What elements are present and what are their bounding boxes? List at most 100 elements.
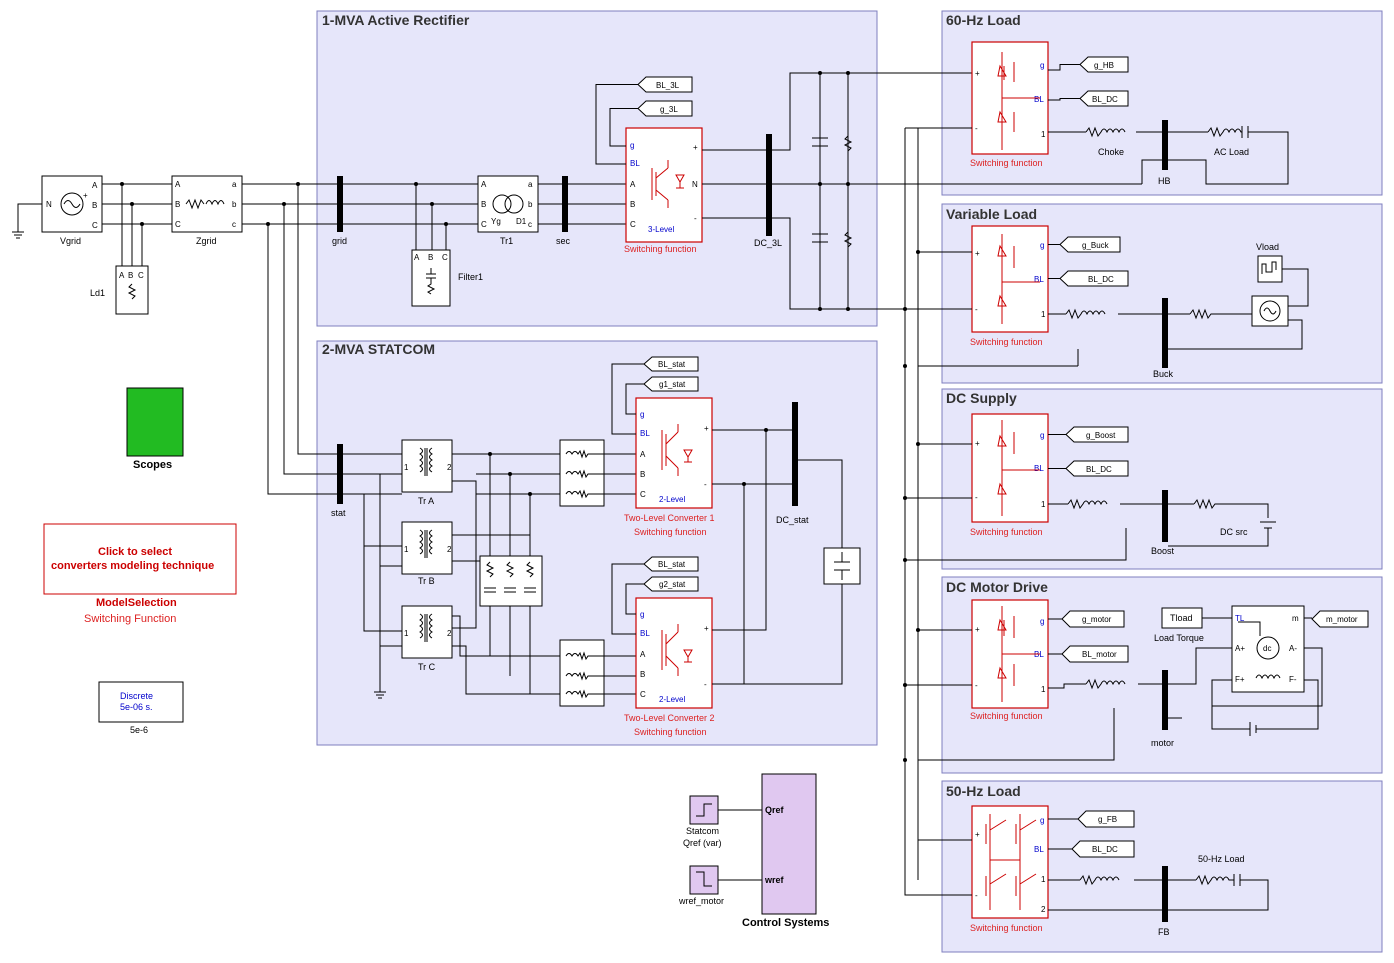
hb-label: HB [1158, 176, 1171, 186]
svg-text:g: g [1040, 617, 1044, 626]
choke-label: Choke [1098, 147, 1124, 157]
vgrid-block[interactable]: N A B C + [41, 175, 103, 233]
svg-text:BL_stat: BL_stat [658, 560, 686, 569]
svg-text:1: 1 [1041, 500, 1046, 509]
goto-bldc1[interactable]: BL_DC [1079, 90, 1129, 107]
dc3l-bus[interactable] [766, 134, 772, 236]
svg-text:A: A [414, 253, 420, 262]
two-level-converter-1[interactable]: gBL ABC +- [635, 397, 713, 509]
goto-bldc3[interactable]: BL_DC [1065, 460, 1129, 477]
model-selection-button[interactable] [43, 523, 237, 595]
svg-text:A: A [92, 181, 98, 190]
svg-text:1: 1 [1041, 685, 1046, 694]
svg-text:B: B [481, 200, 486, 209]
goto-ghb[interactable]: g_HB [1079, 56, 1129, 73]
svg-text:1: 1 [404, 545, 409, 554]
goto-blstat1[interactable]: BL_stat [643, 356, 699, 372]
boost-switching-label: Switching function [970, 527, 1043, 537]
svg-text:B: B [428, 253, 433, 262]
svg-text:A+: A+ [1235, 644, 1245, 653]
subsystem-load50-title: 50-Hz Load [946, 783, 1021, 799]
goto-bldc2[interactable]: BL_DC [1059, 270, 1129, 287]
subsystem-rectifier[interactable] [316, 10, 878, 327]
goto-gmotor[interactable]: g_motor [1061, 610, 1125, 628]
conv2-level-label: 2-Level [659, 695, 685, 704]
goto-blstat2[interactable]: BL_stat [643, 556, 699, 572]
svg-text:-: - [704, 680, 707, 689]
svg-text:B: B [640, 470, 645, 479]
svg-text:+: + [693, 143, 698, 152]
dcstat-capacitor-icon [823, 547, 861, 585]
svg-text:N: N [46, 200, 52, 209]
svg-text:-: - [975, 681, 978, 690]
svg-text:g1_stat: g1_stat [659, 380, 686, 389]
goto-bl3l[interactable]: BL_3L [637, 76, 693, 93]
svg-text:m: m [1292, 614, 1299, 623]
scopes-block[interactable] [126, 387, 184, 457]
zgrid-label: Zgrid [196, 236, 217, 246]
buck-switching-label: Switching function [970, 337, 1043, 347]
svg-text:BL: BL [1034, 275, 1044, 284]
reactor-set-1 [559, 439, 605, 507]
goto-mmotor[interactable]: m_motor [1311, 610, 1369, 628]
goto-g2stat[interactable]: g2_stat [643, 576, 699, 592]
svg-text:BL_motor: BL_motor [1082, 650, 1117, 659]
fb-bus[interactable] [1162, 866, 1168, 922]
buck-bus[interactable] [1162, 298, 1168, 368]
svg-text:TL: TL [1235, 614, 1245, 623]
goto-gfb[interactable]: g_FB [1077, 810, 1135, 828]
goto-g3l[interactable]: g_3L [637, 100, 693, 117]
zgrid-block[interactable]: A B C a b c [171, 175, 243, 233]
svg-text:C: C [640, 690, 646, 699]
reactor-set-2 [559, 639, 605, 707]
tload-block[interactable]: Tload [1161, 607, 1203, 629]
svg-text:Yg: Yg [491, 217, 501, 226]
svg-text:B: B [92, 201, 97, 210]
svg-text:1: 1 [404, 463, 409, 472]
control-systems-block[interactable] [761, 773, 817, 915]
controlled-voltage-source[interactable] [1251, 295, 1289, 327]
svg-text:+: + [704, 624, 709, 633]
grid-bus[interactable] [337, 176, 343, 232]
fb-converter[interactable]: +- gBL 12 [971, 805, 1049, 919]
stat-bus[interactable] [337, 444, 343, 504]
ac-load-icon [1207, 126, 1266, 138]
goto-gboost[interactable]: g_Boost [1065, 426, 1129, 443]
two-level-converter-2[interactable]: gBL ABC +- [635, 597, 713, 709]
boost-label: Boost [1151, 546, 1175, 556]
statcom-qref-label2: Qref (var) [683, 838, 722, 848]
sec-bus[interactable] [562, 176, 568, 232]
svg-text:A-: A- [1289, 644, 1297, 653]
goto-gbuck[interactable]: g_Buck [1059, 236, 1121, 253]
goto-bldc4[interactable]: BL_DC [1071, 840, 1135, 858]
filter1-label: Filter1 [458, 272, 483, 282]
goto-g1stat[interactable]: g1_stat [643, 376, 699, 392]
boost-bus[interactable] [1162, 490, 1168, 542]
vgrid-label: Vgrid [60, 236, 81, 246]
motor-bus[interactable] [1162, 670, 1168, 730]
field-source-icon [1240, 722, 1296, 736]
goto-blmotor[interactable]: BL_motor [1061, 645, 1129, 663]
svg-text:BL_DC: BL_DC [1092, 95, 1118, 104]
three-level-converter[interactable]: g BL ABC +N- [625, 127, 703, 243]
dcstat-bus[interactable] [792, 402, 798, 506]
svg-text:-: - [975, 493, 978, 502]
svg-text:BL_3L: BL_3L [656, 81, 680, 90]
hb-bus[interactable] [1162, 120, 1168, 170]
svg-text:2: 2 [447, 545, 452, 554]
dc3l-label: DC_3L [754, 238, 782, 248]
vload-block[interactable] [1257, 255, 1283, 283]
powergui-block[interactable] [98, 681, 184, 723]
sec-bus-label: sec [556, 236, 571, 246]
